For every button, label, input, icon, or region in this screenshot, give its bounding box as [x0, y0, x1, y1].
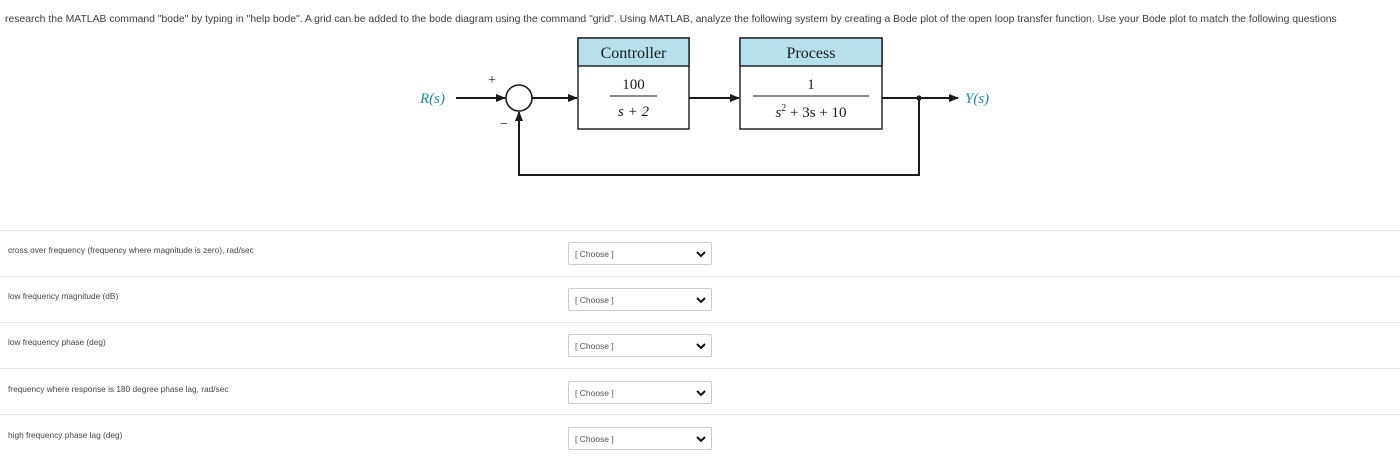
question-label-5: high frequency phase lag (deg) — [8, 430, 123, 440]
answer-select-3-value: [ Choose ] — [575, 341, 614, 351]
question-label-4: frequency where response is 180 degree p… — [8, 384, 229, 394]
chevron-down-icon — [696, 436, 706, 443]
answer-select-4-value: [ Choose ] — [575, 388, 614, 398]
output-label: Y(s) — [965, 91, 989, 107]
question-prompt: research the MATLAB command "bode" by ty… — [5, 14, 1337, 25]
process-block: Process 1 s2 + 3s + 10 — [739, 37, 883, 130]
answer-select-3[interactable]: [ Choose ] — [568, 334, 712, 357]
question-row-5: high frequency phase lag (deg) [ Choose … — [0, 414, 1400, 475]
question-row-1: cross over frequency (frequency where ma… — [0, 230, 1400, 277]
process-numerator: 1 — [807, 77, 815, 93]
minus-sign: − — [500, 117, 508, 132]
chevron-down-icon — [696, 390, 706, 397]
summing-junction — [505, 84, 533, 112]
chevron-down-icon — [696, 343, 706, 350]
answer-select-2[interactable]: [ Choose ] — [568, 288, 712, 311]
controller-denominator: s + 2 — [618, 104, 649, 120]
controller-block: Controller 100 s + 2 — [577, 37, 690, 130]
answer-select-5-value: [ Choose ] — [575, 434, 614, 444]
question-row-4: frequency where response is 180 degree p… — [0, 368, 1400, 415]
controller-title: Controller — [601, 45, 667, 62]
question-row-2: low frequency magnitude (dB) [ Choose ] — [0, 276, 1400, 323]
question-label-3: low frequency phase (deg) — [8, 337, 106, 347]
chevron-down-icon — [696, 251, 706, 258]
answer-select-5[interactable]: [ Choose ] — [568, 427, 712, 450]
answer-select-2-value: [ Choose ] — [575, 295, 614, 305]
plus-sign: + — [488, 73, 496, 88]
answer-select-1[interactable]: [ Choose ] — [568, 242, 712, 265]
question-row-3: low frequency phase (deg) [ Choose ] — [0, 322, 1400, 369]
controller-numerator: 100 — [622, 77, 645, 93]
input-label: R(s) — [419, 91, 445, 107]
answer-select-1-value: [ Choose ] — [575, 249, 614, 259]
answer-select-4[interactable]: [ Choose ] — [568, 381, 712, 404]
process-denominator: s2 + 3s + 10 — [775, 103, 846, 121]
feedback-path — [515, 98, 920, 176]
block-diagram: R(s) + − Controller 100 s + 2 Process 1 … — [419, 37, 989, 176]
question-label-1: cross over frequency (frequency where ma… — [8, 245, 254, 255]
chevron-down-icon — [696, 297, 706, 304]
process-title: Process — [787, 45, 836, 62]
question-label-2: low frequency magnitude (dB) — [8, 291, 119, 301]
